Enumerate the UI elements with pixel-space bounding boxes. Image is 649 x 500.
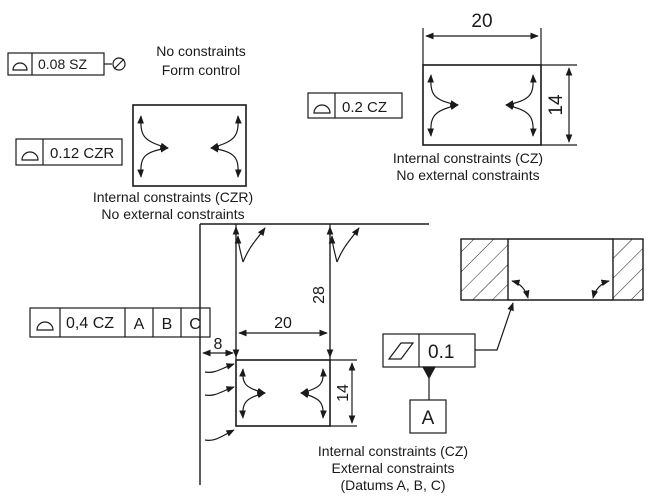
fcf-datum-a: A — [134, 316, 145, 333]
part-cz-datums — [202, 224, 360, 441]
part-cz-top — [422, 28, 577, 146]
constraint-arrow — [427, 74, 459, 107]
dim-width: 20 — [274, 315, 292, 332]
datum-label: A — [422, 408, 435, 429]
part-czr — [132, 104, 247, 187]
constraint-arrow — [511, 279, 530, 299]
fcf-datum-b: B — [162, 316, 173, 333]
surface-profile-icon — [21, 151, 39, 161]
part-outline — [235, 359, 331, 427]
fcf-surface-profile-02: 0.2 CZ — [307, 92, 403, 119]
note-internal-cz: Internal constraints (CZ) — [393, 150, 543, 166]
hatched-section — [460, 238, 644, 301]
note-no-constraints: No constraints — [156, 43, 245, 59]
part-outline — [422, 64, 542, 146]
datum-arrow — [242, 227, 266, 263]
surface-profile-icon — [36, 321, 54, 331]
hatched-wall-right — [612, 238, 644, 301]
dim-top-height: 14 — [546, 94, 567, 116]
datum-arrow — [328, 235, 338, 263]
note-form-control: Form control — [162, 62, 241, 78]
fcf-frame — [29, 307, 211, 338]
fcf-value: 0,4 CZ — [66, 315, 114, 332]
fcf-value: 0.08 SZ — [38, 56, 87, 72]
constraint-arrow — [505, 103, 537, 137]
fcf-value: 0.2 CZ — [342, 99, 387, 116]
hatched-wall-left — [460, 238, 509, 301]
note-no-external-czr: No external constraints — [101, 206, 244, 222]
datum-arrow — [336, 227, 360, 263]
datum-triangle — [421, 366, 437, 380]
dim-offset-x: 8 — [214, 336, 223, 353]
constraint-arrow — [591, 279, 610, 299]
datum-arrow — [204, 363, 235, 373]
note-internal-cz-bottom: Internal constraints (CZ) — [318, 443, 468, 459]
constraint-arrow — [300, 391, 327, 419]
constraint-arrow — [239, 368, 266, 395]
dim-height: 14 — [335, 384, 352, 402]
datum-arrow — [234, 235, 244, 263]
fcf-surface-profile-008: 0.08 SZ — [7, 52, 126, 76]
dim-top-width: 20 — [471, 11, 492, 32]
leader-line — [475, 302, 514, 351]
datum-box — [409, 399, 447, 434]
fcf-surface-profile-04: 0,4 CZ A B C — [29, 307, 211, 338]
fcf-frame — [307, 92, 403, 119]
fcf-value: 0.12 CZR — [50, 145, 114, 162]
note-external-constraints: External constraints — [332, 460, 455, 476]
fcf-value: 0.1 — [428, 342, 454, 363]
constraint-arrow — [210, 145, 242, 178]
datum-arrow — [204, 386, 235, 396]
constraint-arrow — [210, 115, 242, 150]
fcf-datum-c: C — [189, 316, 201, 333]
surface-profile-icon — [12, 62, 28, 71]
constraint-arrow — [239, 391, 266, 419]
constraint-arrow — [137, 145, 169, 178]
fcf-frame — [15, 138, 123, 166]
constraint-arrow — [505, 74, 537, 107]
spherical-diameter-icon — [112, 57, 126, 71]
parallelism-icon — [387, 342, 415, 360]
datum-arrow — [204, 429, 235, 441]
fcf-parallelism: 0.1 A — [382, 302, 514, 434]
constraint-arrow — [300, 368, 327, 395]
dim-offset-y: 28 — [311, 286, 328, 304]
datum-frame — [199, 223, 429, 485]
note-datums: (Datums A, B, C) — [340, 477, 445, 493]
constraint-arrow — [137, 115, 169, 150]
constraint-arrow — [427, 103, 459, 137]
note-no-external-cz: No external constraints — [396, 167, 539, 183]
part-outline — [132, 104, 247, 187]
fcf-surface-profile-012: 0.12 CZR — [15, 138, 123, 166]
note-internal-czr: Internal constraints (CZR) — [93, 189, 253, 205]
surface-profile-icon — [313, 104, 331, 114]
